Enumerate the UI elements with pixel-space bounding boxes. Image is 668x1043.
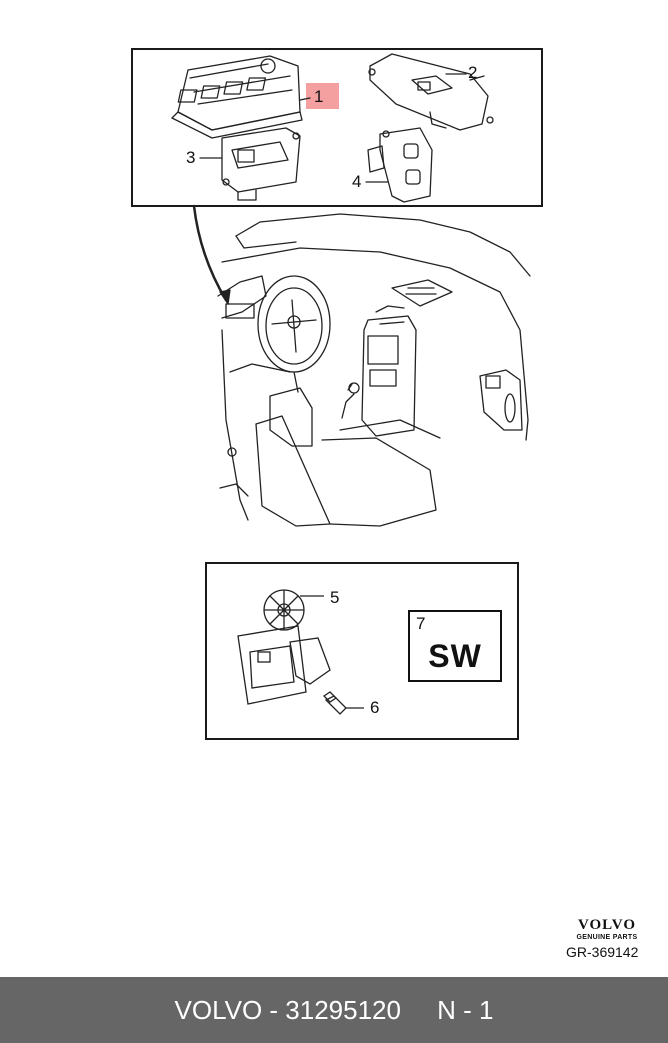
car-interior-view <box>217 213 531 527</box>
upper-parts-panel <box>131 48 543 207</box>
brand-subtitle: GENUINE PARTS <box>576 934 638 941</box>
footer-bar: VOLVO - 31295120 N - 1 <box>0 977 668 1043</box>
brand-name: VOLVO <box>577 917 637 933</box>
part-2-passenger-switch <box>368 53 494 131</box>
diagram-reference: GR-369142 <box>566 944 639 960</box>
footer-spacer <box>401 995 437 1026</box>
footer-note: N - 1 <box>437 994 494 1025</box>
callout-7: 7 <box>416 614 426 633</box>
callout-3: 3 <box>186 148 196 167</box>
part-1-driver-switch-panel <box>171 55 311 139</box>
callout-6: 6 <box>370 698 380 717</box>
part-4-lock-switch <box>367 127 433 203</box>
callout-4: 4 <box>352 172 362 191</box>
callout-5: 5 <box>330 588 340 607</box>
callout-1: 1 <box>314 87 324 106</box>
volvo-logo: VOLVO GENUINE PARTS <box>568 917 646 942</box>
callout-highlight <box>306 83 339 109</box>
software-label: SW <box>428 638 482 674</box>
footer-part-number: VOLVO - 31295120 <box>174 994 401 1025</box>
part-3-rear-switch <box>221 127 301 201</box>
software-part-box: 7 SW <box>408 610 502 682</box>
callout-2: 2 <box>468 63 478 82</box>
